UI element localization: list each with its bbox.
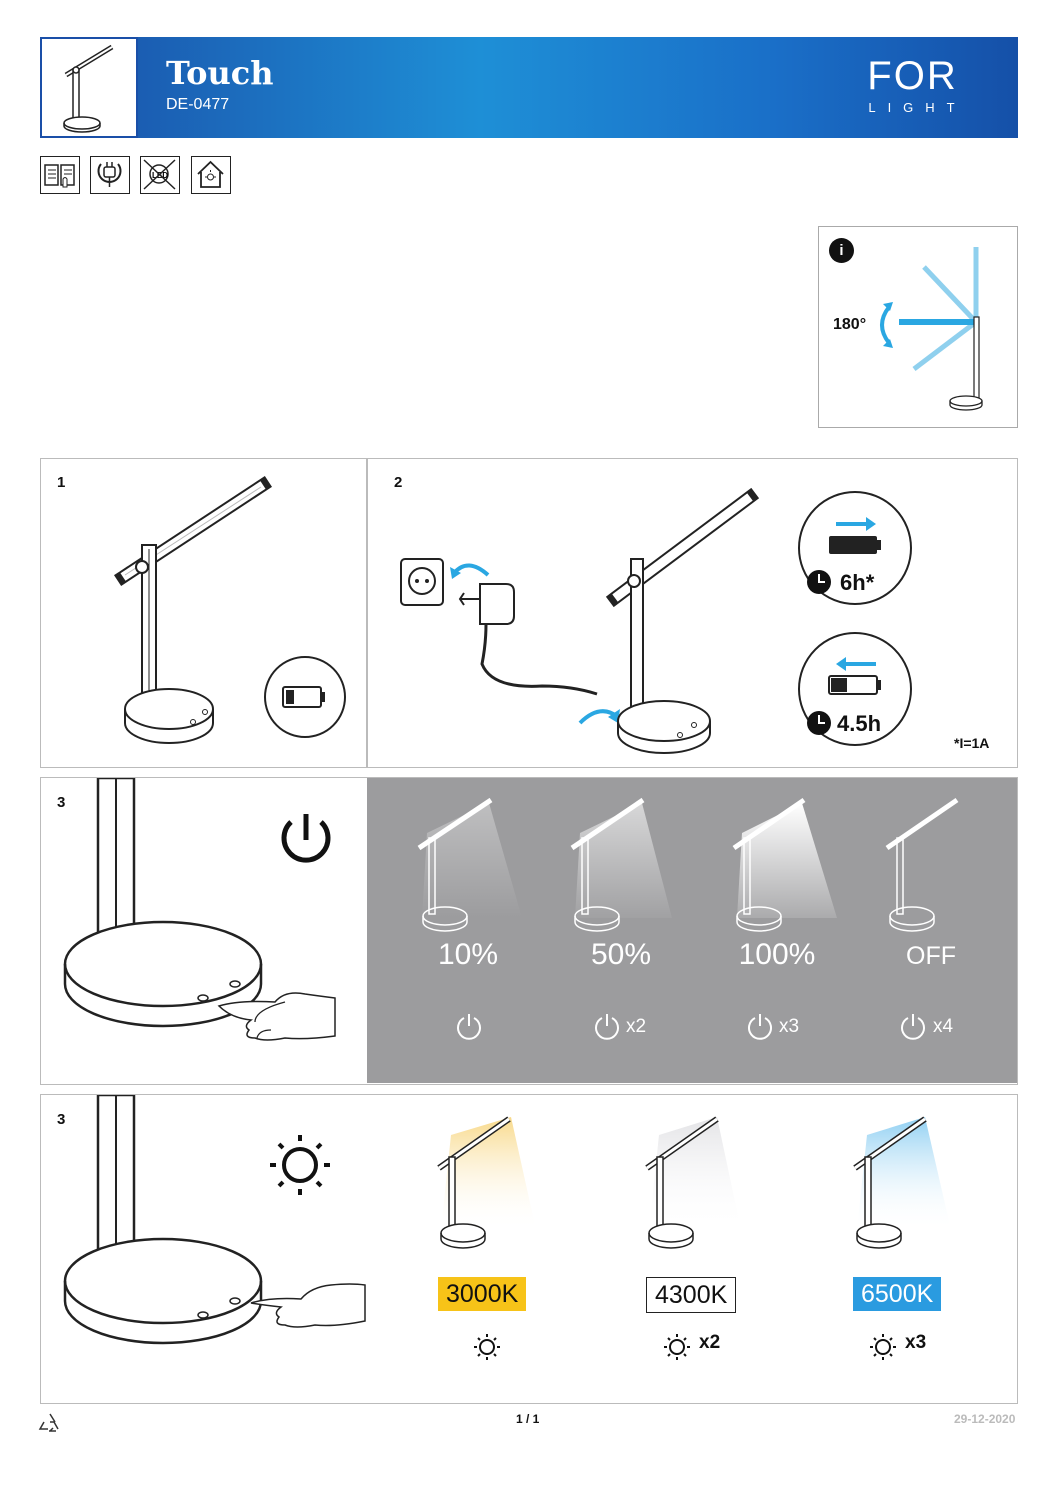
step1-number: 1 (57, 474, 66, 491)
brightness-lamps (417, 797, 959, 1040)
power-icon-4 (901, 1017, 925, 1040)
brand-logo-sub: LIGHT (868, 100, 967, 115)
brand-logo-main: FOR (867, 54, 958, 98)
product-thumbnail (40, 37, 138, 138)
step3-number: 3 (57, 794, 66, 811)
sun-icon-1 (474, 1334, 500, 1360)
rotation-diagram (880, 247, 983, 411)
page-number: 1 / 1 (516, 1412, 540, 1426)
level-100-label: 100% (738, 938, 816, 971)
rotation-label: 180° (833, 316, 867, 333)
step2-panel: 2 6h* 4.5h *I=1A (367, 458, 1018, 768)
power-icon-1 (457, 1017, 481, 1040)
power-icon-3 (748, 1017, 772, 1040)
lamp-off (885, 797, 959, 932)
level-10-label: 10% (437, 938, 499, 971)
temp-6500k-mult: x3 (905, 1332, 927, 1353)
charge-time-value: 6h (840, 570, 866, 595)
header-bar (40, 37, 1018, 138)
color-temp-illustration (63, 1095, 951, 1360)
level-off-mult: x4 (933, 1016, 954, 1037)
product-title: Touch (166, 54, 274, 92)
temp-3000k-badge: 3000K (438, 1277, 527, 1311)
charging-illustration (400, 487, 912, 754)
rotation-info-box: i 180° (818, 226, 1018, 428)
temp-6500k-badge: 6500K (853, 1277, 942, 1311)
power-icon-2 (595, 1017, 619, 1040)
manual-icon (40, 156, 80, 194)
sun-icon-3 (870, 1334, 896, 1360)
level-off-label: OFF (906, 942, 956, 970)
current-footnote: *I=1A (954, 735, 990, 751)
step4-panel: 3 (40, 1094, 1018, 1404)
lamp-thumbnail-icon (63, 44, 114, 133)
product-code: DE-0477 (166, 96, 230, 113)
recycle-icon (38, 1413, 59, 1432)
step2-number: 2 (394, 474, 403, 491)
plug-rotate-icon (90, 156, 130, 194)
indoor-use-icon (191, 156, 231, 194)
sun-icon-2 (664, 1334, 690, 1360)
document-date: 29-12-2020 (954, 1412, 1016, 1426)
no-led-replace-icon: LED (140, 156, 180, 194)
charge-time-asterisk: * (865, 570, 875, 595)
brand-logo: FOR LIGHT (850, 56, 975, 126)
run-time-label: 4.5h (837, 711, 882, 736)
temp-4300k-mult: x2 (699, 1332, 721, 1353)
brightness-levels-area: 10% 50% 100% OFF x2 x3 x4 (367, 778, 1017, 1083)
lamp-50 (570, 797, 672, 932)
temp-4300k-badge: 4300K (646, 1277, 737, 1313)
level-50-label: 50% (590, 938, 652, 971)
touch-base-illustration (63, 778, 336, 1041)
sun-large-icon (270, 1135, 330, 1195)
step4-number: 3 (57, 1111, 66, 1128)
step1-panel: 1 (40, 458, 367, 768)
step3-panel: 3 (40, 777, 1018, 1085)
lamp-illustration (113, 475, 346, 744)
lamp-100 (732, 797, 837, 932)
lamp-10 (417, 797, 522, 932)
level-50-mult: x2 (626, 1016, 647, 1037)
info-badge: i (829, 238, 854, 263)
level-100-mult: x3 (779, 1016, 800, 1037)
charge-time-label: 6h* (840, 570, 874, 596)
